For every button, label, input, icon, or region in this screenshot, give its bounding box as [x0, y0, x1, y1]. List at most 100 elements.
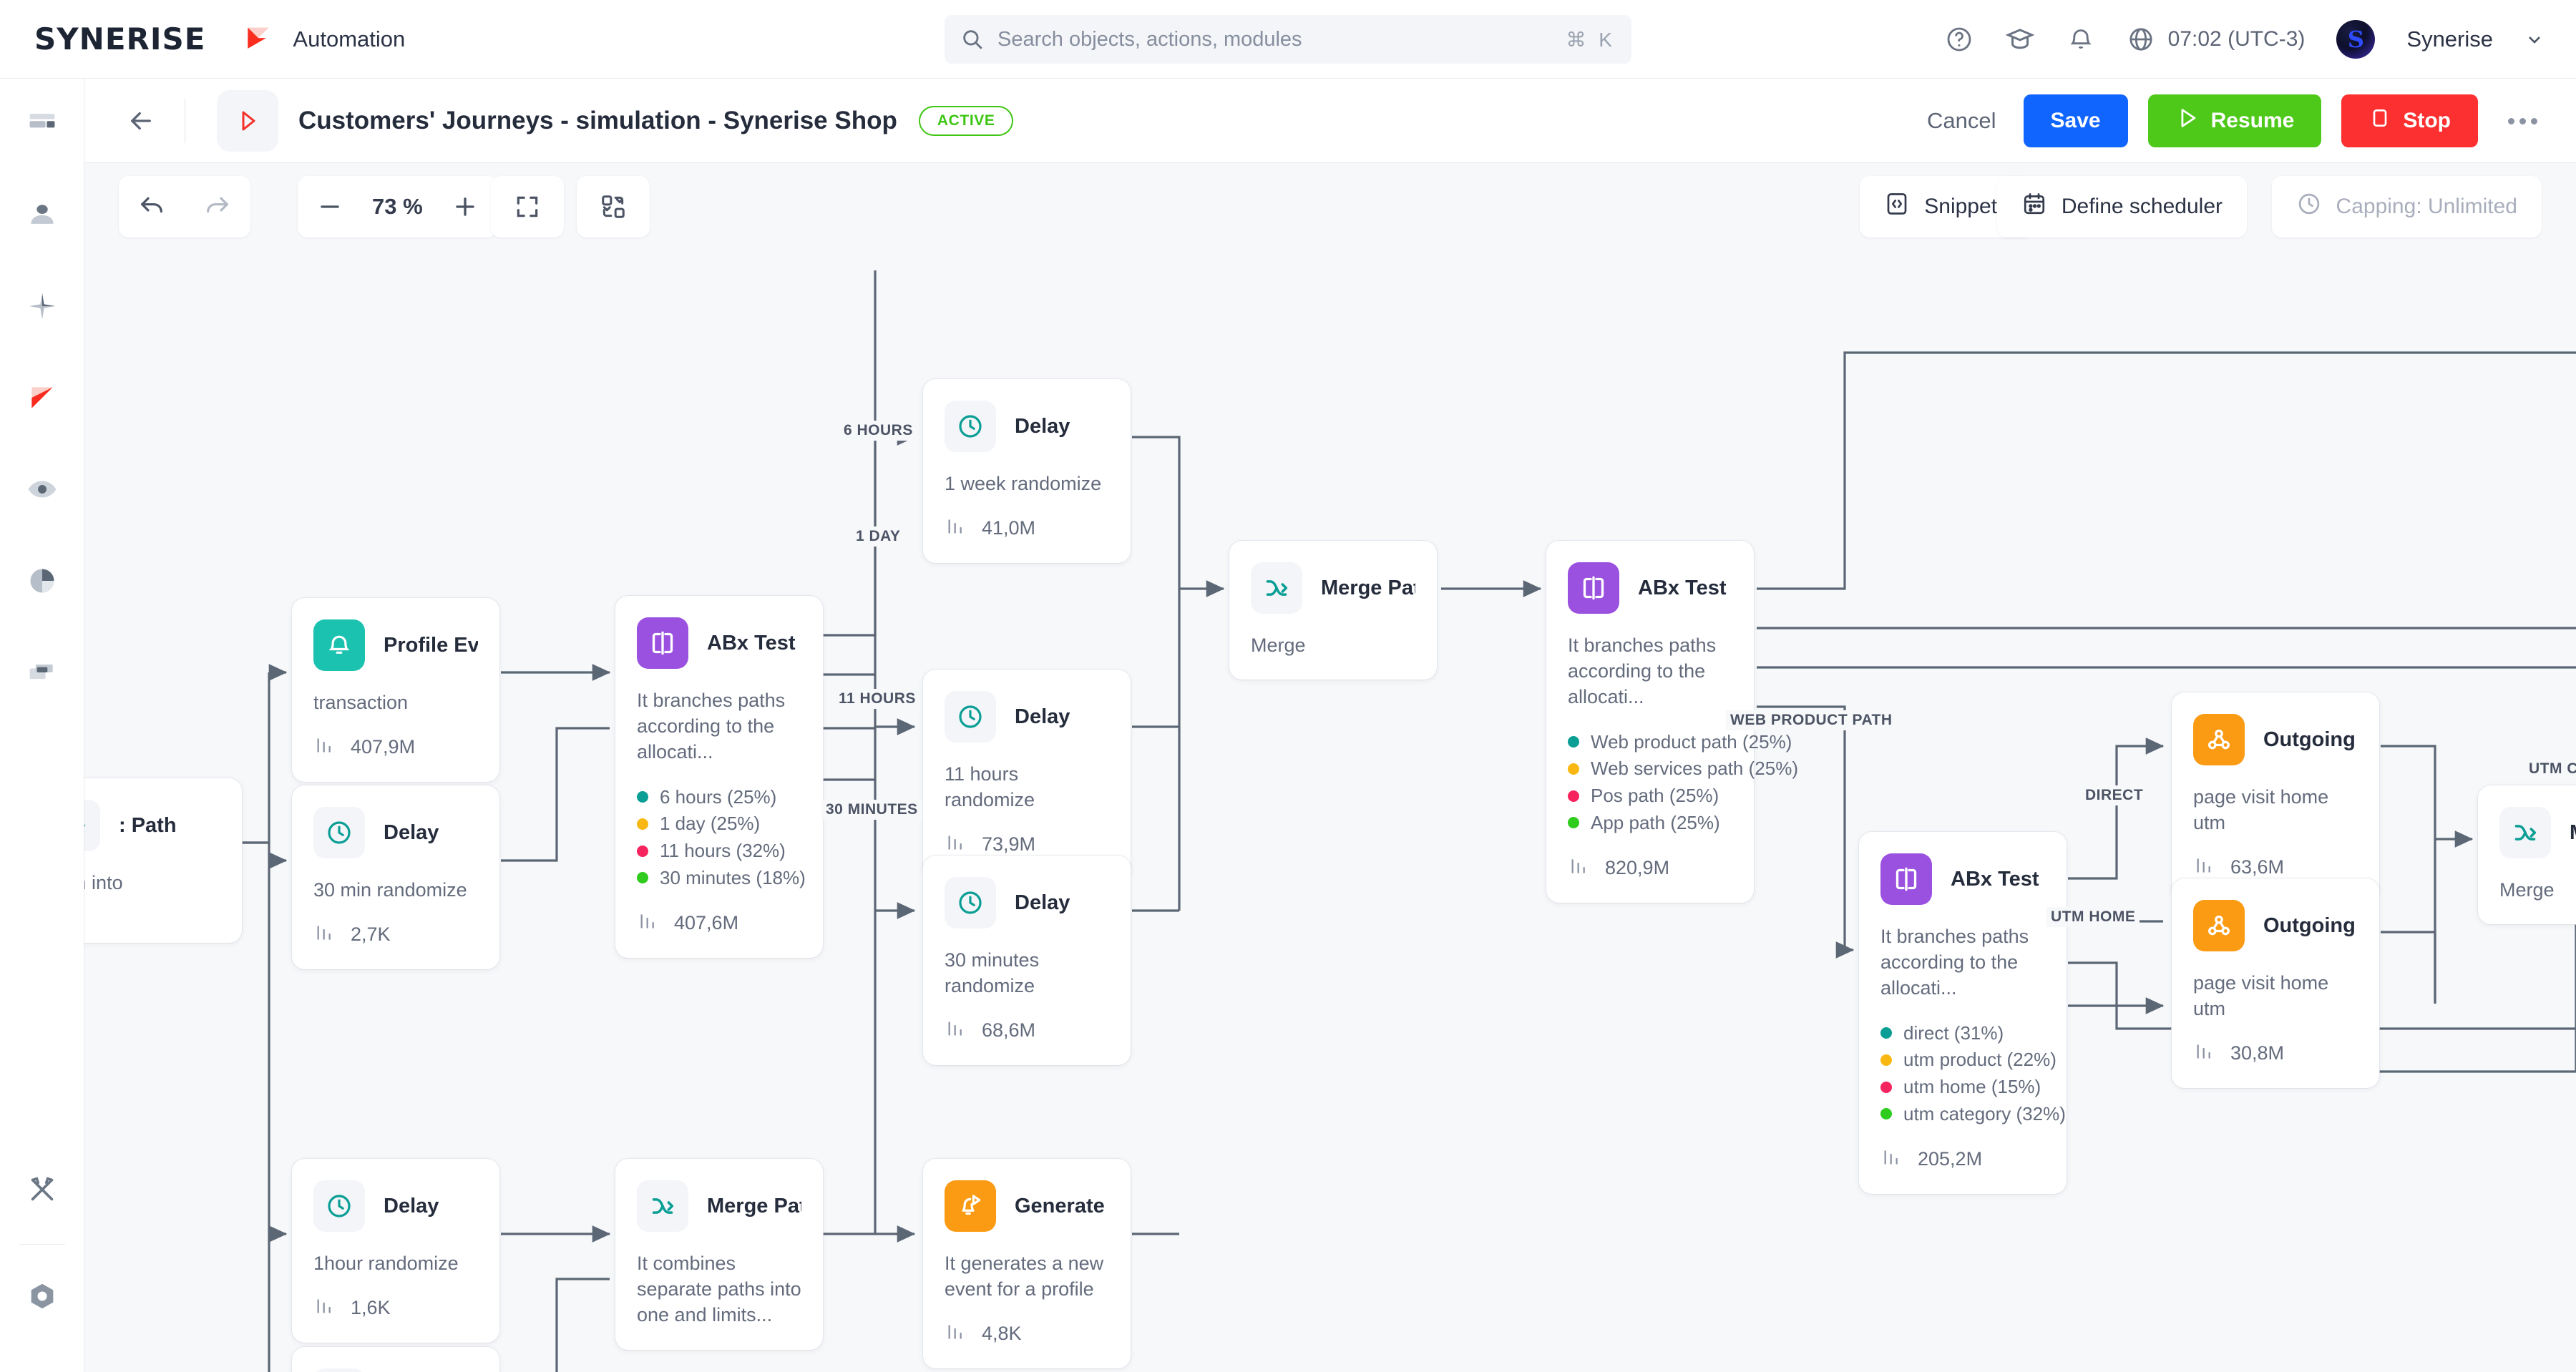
- flow-canvas[interactable]: 73 % Snippets Define scheduler: [84, 163, 2576, 1372]
- node-stat: 30,8M: [2193, 1040, 2358, 1067]
- flow-node-abx-test-delays[interactable]: ABx Test It branches paths according to …: [615, 596, 823, 959]
- help-circle-icon[interactable]: [1945, 25, 1974, 54]
- flow-node-abx-test-channels[interactable]: ABx Test It branches paths according to …: [1546, 541, 1798, 903]
- capping-label: Capping: Unlimited: [2336, 195, 2517, 218]
- bar-chart-icon: [313, 921, 336, 948]
- path-label: utm product (22%): [1903, 1049, 2057, 1071]
- save-button[interactable]: Save: [2023, 94, 2128, 147]
- undo-button[interactable]: [119, 176, 185, 237]
- search-input[interactable]: Search objects, actions, modules ⌘ K: [945, 15, 1631, 64]
- flow-node-merge-paths-mid[interactable]: Merge Paths Merge: [1229, 541, 1437, 680]
- flow-node-outgoing-1[interactable]: Outgoing Integr... page visit home utm 6…: [2172, 692, 2379, 903]
- path-label: 11 hours (32%): [660, 839, 786, 861]
- flow-node-outgoing-2[interactable]: Outgoing Integr... page visit home utm 3…: [2172, 878, 2379, 1089]
- node-header: Merge Paths: [1251, 562, 1415, 614]
- stop-button[interactable]: Stop: [2341, 94, 2478, 147]
- node-path-item: Pos path (25%): [1568, 783, 1732, 810]
- path-color-dot: [1880, 1027, 1892, 1039]
- globe-icon[interactable]: [2127, 25, 2155, 54]
- header-actions: Cancel Save Resume Stop: [1920, 79, 2547, 163]
- node-header: Delay: [313, 807, 478, 858]
- rail-bottom-group: [0, 1145, 84, 1343]
- node-title: ABx Test: [1638, 576, 1727, 599]
- flow-node-generate-event[interactable]: Generate Event It generates a new event …: [923, 1159, 1131, 1369]
- flow-node-delay-1week[interactable]: Delay 1 week randomize 41,0M: [923, 379, 1131, 564]
- define-scheduler-button[interactable]: Define scheduler: [1996, 176, 2247, 237]
- auto-layout-icon: [581, 176, 645, 237]
- node-stat: 407,9M: [313, 734, 478, 760]
- node-stat: 1,6K: [313, 1295, 478, 1321]
- sidebar-item-tools[interactable]: [0, 1145, 84, 1237]
- flow-node-delay-3hours[interactable]: Delay 3 hours randomize 549: [292, 1347, 499, 1372]
- fit-screen-button[interactable]: [491, 176, 564, 237]
- status-badge: ACTIVE: [918, 105, 1014, 136]
- auto-layout-button[interactable]: [577, 176, 650, 237]
- flow-node-merge-paths-bottom[interactable]: Merge Paths It combines separate paths i…: [615, 1159, 823, 1350]
- node-description: It combines separate paths into one and …: [637, 1253, 801, 1326]
- snippets-label: Snippets: [1924, 195, 2008, 218]
- sidebar-item-ai[interactable]: [0, 262, 84, 353]
- graduation-cap-icon[interactable]: [2005, 24, 2035, 54]
- sidebar-item-modules[interactable]: [0, 628, 84, 720]
- zoom-in-button[interactable]: [433, 176, 497, 237]
- org-name: Synerise: [2406, 26, 2493, 52]
- chevron-down-icon[interactable]: [2524, 29, 2545, 49]
- capping-button[interactable]: Capping: Unlimited: [2271, 176, 2542, 237]
- node-title: Outgoing Integr...: [2263, 913, 2358, 937]
- cancel-button[interactable]: Cancel: [1927, 108, 1996, 133]
- flow-node-delay-30min[interactable]: Delay 30 min randomize 2,7K: [292, 785, 499, 970]
- node-stat: 73,9M: [945, 831, 1109, 858]
- flow-node-abx-test-utm[interactable]: ABx Test It branches paths according to …: [1859, 832, 2067, 1195]
- node-header: ABx Test: [1880, 853, 2045, 905]
- zoom-out-button[interactable]: [298, 176, 362, 237]
- node-header: Mer: [2499, 807, 2576, 858]
- outgoing-integration-icon: [2193, 900, 2245, 951]
- node-path-list: 6 hours (25%)1 day (25%)11 hours (32%)30…: [637, 784, 806, 892]
- sidebar-item-dashboard[interactable]: [0, 79, 84, 170]
- zoom-toolbar: 73 %: [298, 176, 497, 237]
- flow-node-delay-1hour[interactable]: Delay 1hour randomize 1,6K: [292, 1159, 499, 1343]
- bell-icon[interactable]: [2067, 25, 2095, 54]
- node-header: Delay: [313, 1368, 478, 1372]
- resume-label: Resume: [2210, 109, 2295, 132]
- flow-node-merge-left-clipped[interactable]: : Path path intos: [84, 778, 242, 944]
- sidebar-item-settings[interactable]: [0, 1252, 84, 1343]
- back-button[interactable]: [126, 106, 156, 136]
- bar-chart-icon: [313, 1295, 336, 1321]
- node-description: 1 week randomize: [945, 473, 1102, 494]
- bar-chart-icon: [313, 734, 336, 760]
- clock-label: 07:02 (UTC-3): [2167, 27, 2306, 51]
- node-title: Generate Event: [1015, 1194, 1109, 1217]
- flow-node-profile-event[interactable]: Profile Event transaction 407,9M: [292, 598, 499, 783]
- merge-paths-icon: [84, 800, 100, 851]
- sidebar-item-profiles[interactable]: [0, 170, 84, 262]
- sidebar-item-automation[interactable]: [0, 353, 84, 445]
- redo-button[interactable]: [185, 176, 250, 237]
- node-description: 11 hours randomize: [945, 763, 1035, 811]
- resume-button[interactable]: Resume: [2147, 94, 2322, 147]
- flow-node-delay-11hours[interactable]: Delay 11 hours randomize 73,9M: [923, 670, 1131, 880]
- node-header: Delay: [945, 691, 1109, 743]
- edge-label: UTM CAT: [2524, 759, 2576, 779]
- node-title: Outgoing Integr...: [2263, 727, 2358, 751]
- path-color-dot: [1568, 790, 1579, 802]
- sidebar-item-insights[interactable]: [0, 445, 84, 536]
- node-title: Delay: [1015, 891, 1070, 914]
- kebab-icon[interactable]: [2498, 117, 2547, 124]
- avatar[interactable]: S: [2336, 20, 2376, 59]
- node-stat-value: 1,6K: [351, 1297, 391, 1319]
- node-path-item: 11 hours (32%): [637, 838, 801, 865]
- node-path-item: Web services path (25%): [1568, 755, 1798, 783]
- flow-node-delay-30minutes[interactable]: Delay 30 minutes randomize 68,6M: [923, 856, 1131, 1066]
- synerise-logo[interactable]: SYNERISE: [34, 21, 205, 57]
- abx-test-icon: [637, 617, 688, 669]
- node-header: : Path: [84, 800, 220, 851]
- clock-icon: [313, 1368, 365, 1372]
- flow-node-merge-right-clipped[interactable]: Mer Merge: [2478, 785, 2576, 925]
- node-stat: 4,8K: [945, 1320, 1109, 1347]
- rail-divider: [19, 1244, 65, 1245]
- bar-chart-icon: [945, 831, 967, 858]
- edge-label: 1 DAY: [852, 526, 905, 547]
- node-stat-value: 820,9M: [1605, 857, 1670, 879]
- sidebar-item-analytics[interactable]: [0, 536, 84, 628]
